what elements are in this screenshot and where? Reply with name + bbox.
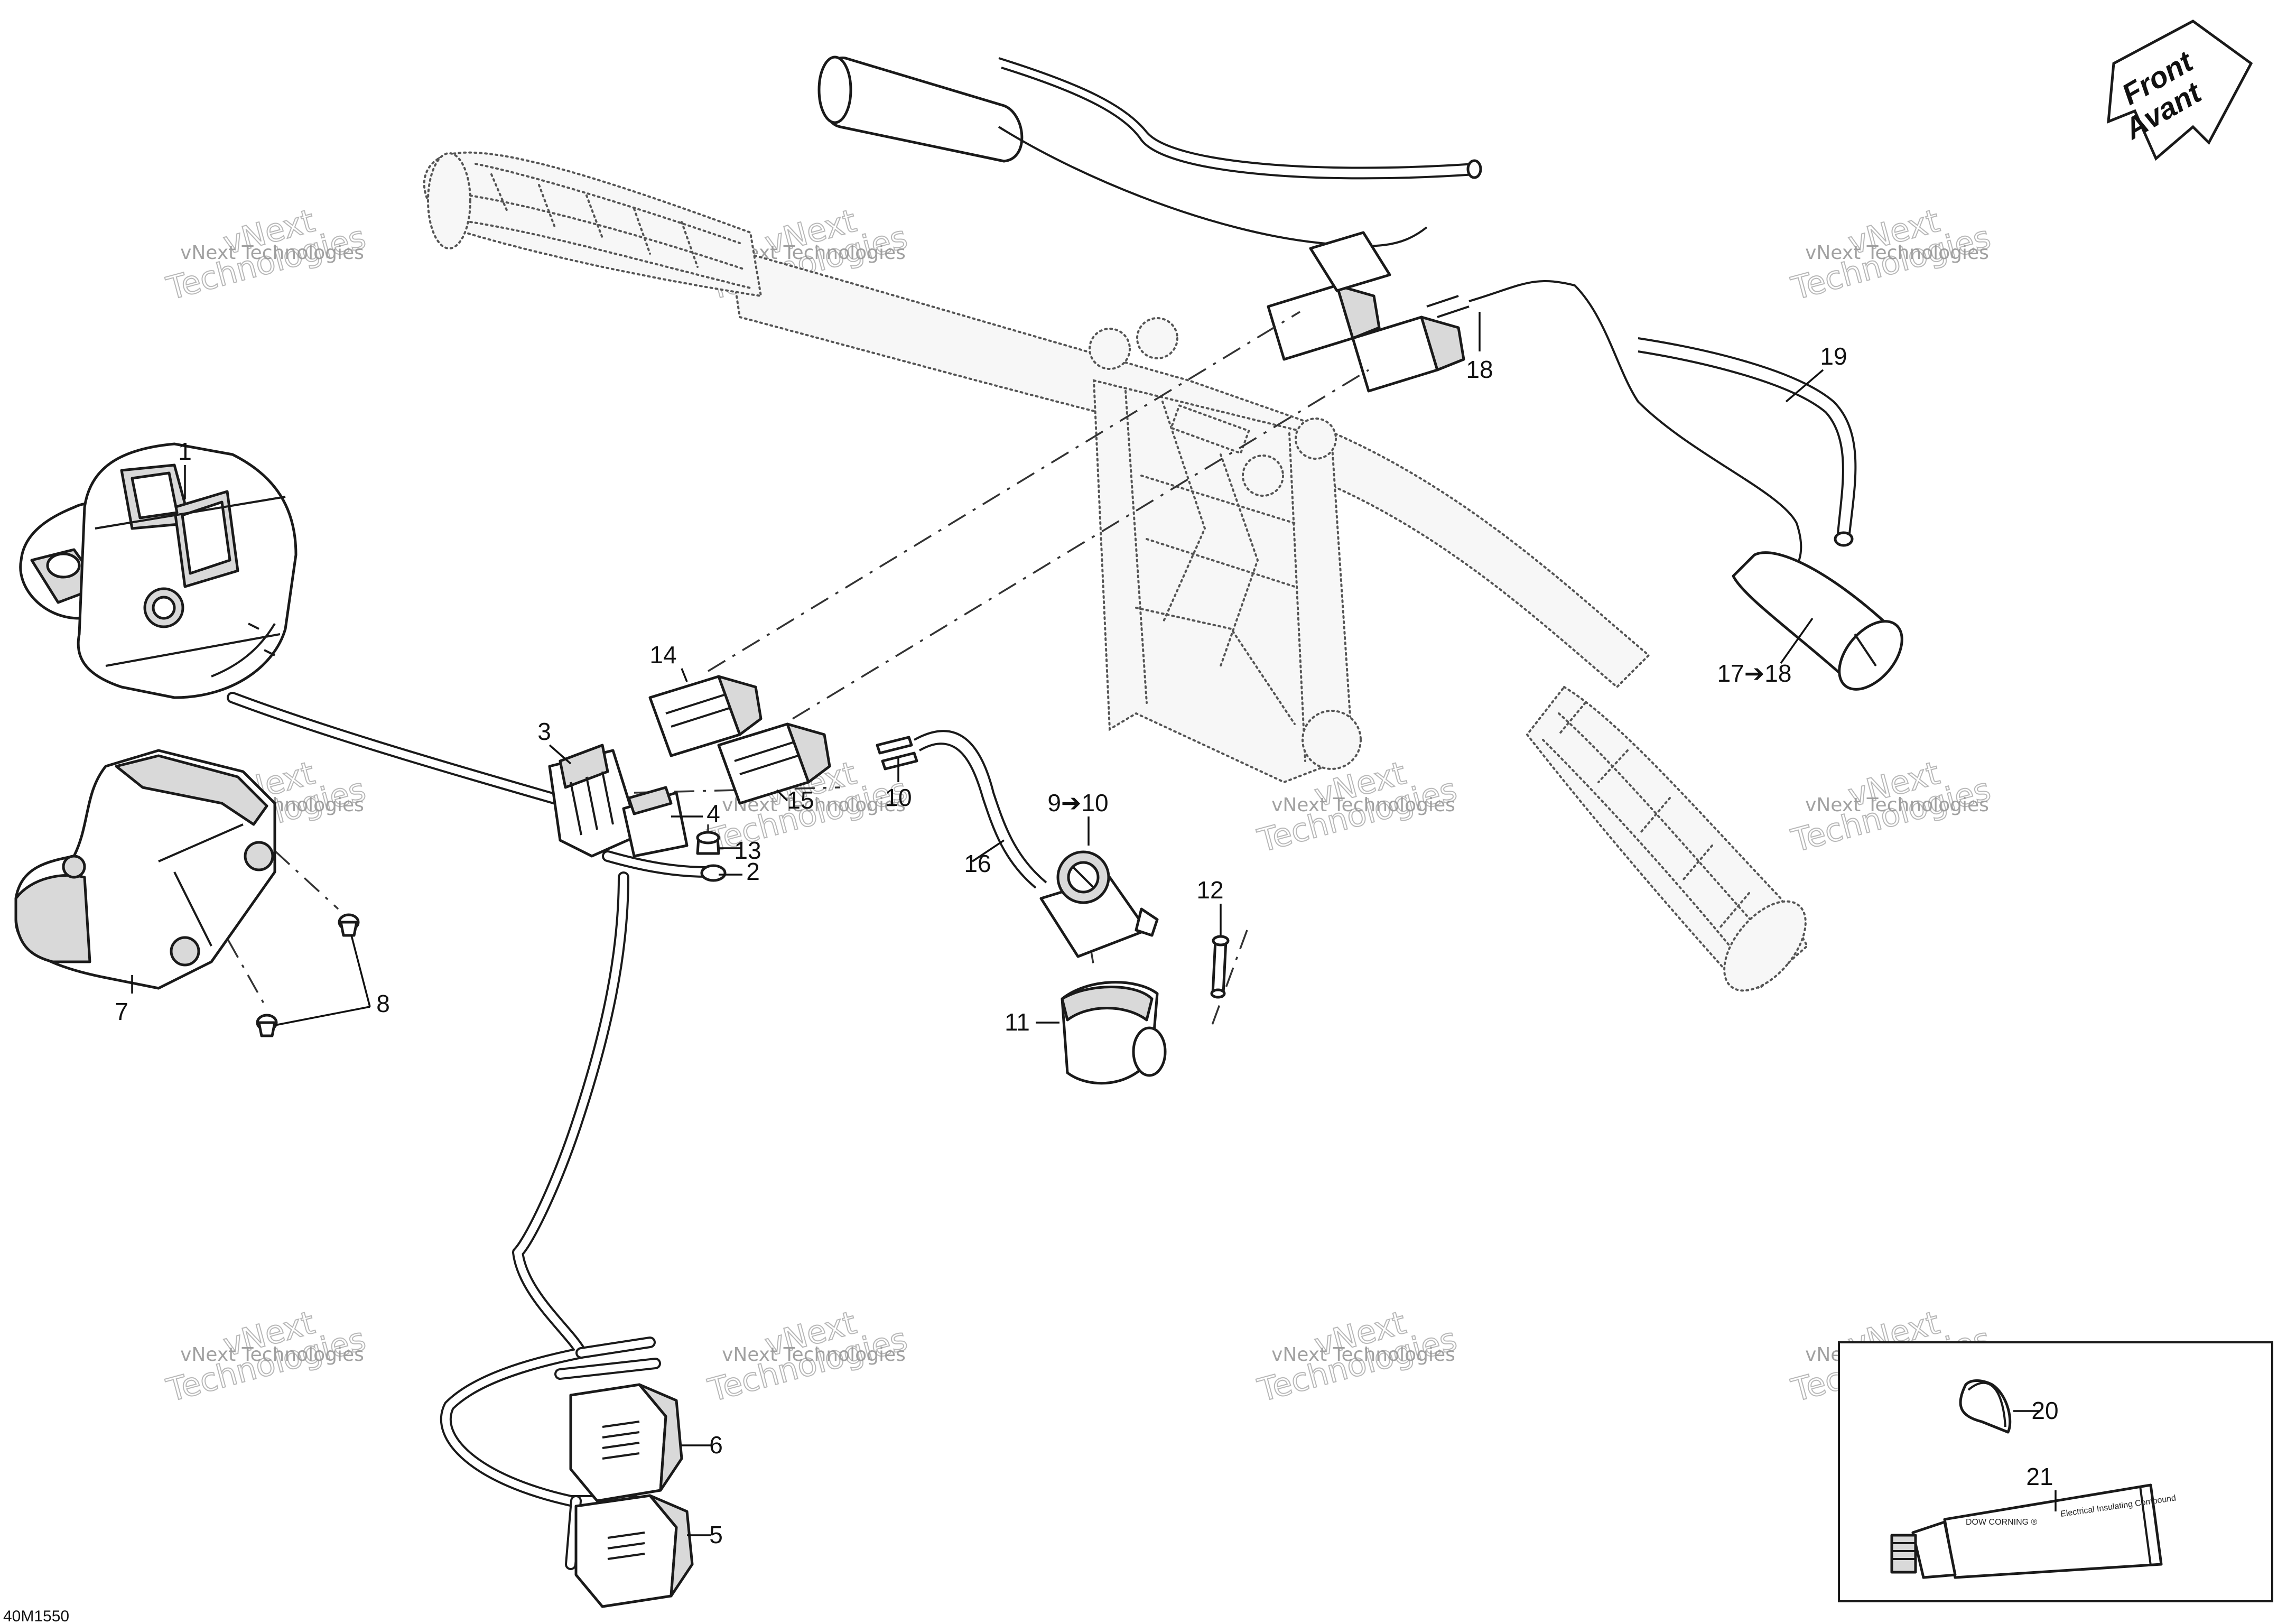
callout-label: 16 bbox=[964, 850, 991, 877]
callout-label: 12 bbox=[1196, 876, 1223, 904]
handlebar bbox=[423, 151, 1809, 992]
callout-label: 4 bbox=[707, 800, 720, 827]
svg-text:vNext Technologies: vNext Technologies bbox=[180, 242, 364, 264]
pin-12 bbox=[1210, 935, 1230, 999]
throttle-tube-right bbox=[1732, 551, 1903, 691]
callout-label: 19 bbox=[1820, 342, 1847, 370]
wiring-harness bbox=[227, 692, 727, 1570]
callout-11: 11 bbox=[1005, 1008, 1059, 1036]
hose-19 bbox=[1638, 337, 1857, 547]
callout-label: 8 bbox=[376, 990, 390, 1017]
callout-label: 13 bbox=[734, 837, 761, 864]
switch-9 bbox=[1039, 850, 1159, 958]
pins-10 bbox=[876, 736, 918, 771]
callout-leader bbox=[1780, 617, 1814, 664]
reference-code: 40M1550 bbox=[3, 1608, 69, 1624]
tube-brand: DOW CORNING ® bbox=[1966, 1518, 2038, 1527]
screws-8 bbox=[256, 913, 360, 1037]
callout-label: 11 bbox=[1005, 1008, 1030, 1036]
callout-17-18: 17➔18 bbox=[1717, 617, 1814, 687]
callout-9-10: 9➔10 bbox=[1047, 789, 1109, 846]
orientation-badge: Front Avant bbox=[2107, 20, 2253, 161]
callout-10: 10 bbox=[885, 756, 912, 811]
callout-21: 21 bbox=[2026, 1463, 2057, 1511]
svg-text:vNext Technologies: vNext Technologies bbox=[1805, 794, 1989, 816]
callout-label: 15 bbox=[787, 786, 814, 814]
callout-label: 5 bbox=[709, 1521, 723, 1548]
callout-1: 1 bbox=[178, 438, 192, 499]
callout-leader bbox=[1785, 369, 1824, 403]
callout-leader bbox=[274, 1006, 370, 1026]
callout-leader bbox=[776, 789, 788, 802]
callout-label: 14 bbox=[649, 641, 676, 669]
svg-text:vNext Technologies: vNext Technologies bbox=[180, 1344, 364, 1366]
callout-label: 18 bbox=[1466, 356, 1493, 383]
callout-label: 17➔18 bbox=[1717, 660, 1792, 687]
callout-label: 2 bbox=[746, 858, 760, 885]
callout-3: 3 bbox=[537, 718, 572, 765]
connector-15 bbox=[717, 722, 831, 805]
lower-cover-7 bbox=[14, 749, 276, 990]
callout-label: 21 bbox=[2026, 1463, 2053, 1490]
consumables-inset: DOW CORNING ® Electrical Insulating Comp… bbox=[1838, 1341, 2273, 1602]
callout-label: 7 bbox=[115, 998, 128, 1025]
connector-14 bbox=[648, 675, 763, 757]
callout-label: 9➔10 bbox=[1047, 789, 1108, 816]
callout-leader bbox=[972, 839, 1005, 862]
callout-label: 1 bbox=[178, 438, 192, 465]
callout-5: 5 bbox=[687, 1521, 723, 1548]
connector-5 bbox=[574, 1494, 694, 1608]
callout-leader bbox=[350, 935, 371, 1007]
callout-label: 3 bbox=[537, 718, 551, 745]
callout-18: 18 bbox=[1466, 312, 1493, 383]
callout-leader bbox=[549, 744, 572, 765]
svg-text:vNext Technologies: vNext Technologies bbox=[1271, 1344, 1455, 1366]
callout-label: 10 bbox=[885, 784, 912, 811]
callout-13: 13 bbox=[719, 837, 761, 864]
callout-14: 14 bbox=[649, 641, 688, 682]
svg-text:vNext Technologies: vNext Technologies bbox=[1271, 794, 1455, 816]
throttle-cable-left bbox=[817, 55, 1482, 247]
switch-housing bbox=[19, 442, 298, 699]
callout-label: 6 bbox=[709, 1431, 723, 1459]
connector-6 bbox=[569, 1383, 683, 1502]
callout-4: 4 bbox=[671, 800, 720, 827]
callout-7: 7 bbox=[115, 975, 133, 1025]
wire-16 bbox=[914, 730, 1047, 889]
cover-11 bbox=[1061, 981, 1167, 1085]
callout-20: 20 bbox=[2013, 1397, 2059, 1424]
callout-16: 16 bbox=[964, 839, 1005, 877]
callout-12: 12 bbox=[1196, 876, 1224, 935]
svg-text:vNext Technologies: vNext Technologies bbox=[1805, 242, 1989, 264]
callout-label: 20 bbox=[2031, 1397, 2058, 1424]
connector-pair-upper bbox=[1267, 231, 1802, 577]
right-grip bbox=[1526, 685, 1809, 990]
callout-2: 2 bbox=[719, 858, 760, 885]
callout-leader bbox=[681, 668, 688, 682]
callout-19: 19 bbox=[1785, 342, 1847, 403]
left-grip-ghost bbox=[423, 151, 763, 298]
screw-13 bbox=[696, 831, 720, 855]
callout-6: 6 bbox=[682, 1431, 723, 1459]
svg-text:vNext Technologies: vNext Technologies bbox=[722, 1344, 906, 1366]
callout-8: 8 bbox=[274, 935, 390, 1026]
callout-15: 15 bbox=[776, 786, 814, 814]
